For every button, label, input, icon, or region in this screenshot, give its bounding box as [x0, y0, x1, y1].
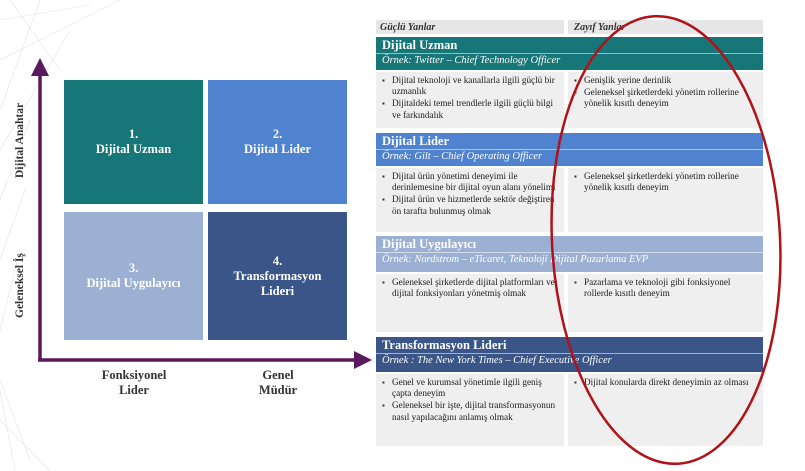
weaknesses-cell: Pazarlama ve teknoloji gibi fonksiyonel … — [568, 274, 763, 332]
list-item: Dijital konularda direkt deneyimin az ol… — [574, 377, 759, 388]
quadrant-name: Dijital Lider — [243, 142, 311, 156]
quadrant-number: 2. — [272, 127, 283, 141]
row-band-transformation-leader: Transformasyon Lideri Örnek : The New Yo… — [376, 337, 763, 372]
row-title: Dijital Uygulayıcı — [382, 237, 477, 251]
weaknesses-cell: Geleneksel şirketlerdeki yönetim rolleri… — [568, 168, 763, 232]
list-item: Dijitaldeki temel trendlerle ilgili güçl… — [382, 98, 560, 120]
row-band-digital-leader: Dijital Lider Örnek: Gilt – Chief Operat… — [376, 133, 763, 166]
row-example: Örnek: Twitter – Chief Technology Office… — [376, 53, 763, 68]
quadrant-digital-expert: 1. Dijital Uzman — [64, 80, 203, 204]
row-example: Örnek: Nordstrom – eTicaret, Teknoloji D… — [376, 252, 763, 267]
quadrant-name: Dijital Uygulayıcı — [86, 276, 181, 290]
quadrant-digital-leader: 2. Dijital Lider — [208, 80, 347, 204]
list-item: Dijital ürün ve hizmetlerde sektör değiş… — [382, 194, 560, 216]
strengths-cell: Dijital teknoloji ve kanallarla ilgili g… — [376, 72, 564, 128]
list-item: Dijital ürün yönetimi deneyimi ile derin… — [382, 171, 560, 193]
y-axis-top-label: Dijital Anahtar — [14, 102, 26, 178]
y-axis-arrowhead — [31, 58, 49, 76]
strengths-cell: Dijital ürün yönetimi deneyimi ile derin… — [376, 168, 564, 232]
strengths-cell: Genel ve kurumsal yönetimle ilgili geniş… — [376, 374, 564, 446]
row-example: Örnek : The New York Times – Chief Execu… — [376, 353, 763, 368]
list-item: Genel ve kurumsal yönetimle ilgili geniş… — [382, 377, 560, 399]
list-item: Dijital teknoloji ve kanallarla ilgili g… — [382, 75, 560, 97]
list-item: Geleneksel şirketlerde dijital platforml… — [382, 277, 560, 299]
list-item: Pazarlama ve teknoloji gibi fonksiyonel … — [574, 277, 759, 299]
strengths-cell: Geleneksel şirketlerde dijital platforml… — [376, 274, 564, 332]
quadrant-name: Transformasyon Lideri — [233, 268, 322, 298]
row-example: Örnek: Gilt – Chief Operating Officer — [376, 149, 763, 164]
quadrant-transformation-leader: 4. Transformasyon Lideri — [208, 212, 347, 340]
x-axis-left-label: Fonksiyonel Lider — [101, 368, 167, 397]
quadrant-number: 3. — [128, 261, 139, 275]
quadrant-name: Dijital Uzman — [95, 142, 172, 156]
strengths-header-bg — [376, 20, 564, 34]
quadrant-digital-implementer: 3. Dijital Uygulayıcı — [64, 212, 203, 340]
row-band-digital-implementer: Dijital Uygulayıcı Örnek: Nordstrom – eT… — [376, 236, 763, 272]
row-title: Transformasyon Lideri — [382, 338, 507, 352]
list-item: Geleneksel şirketlerdeki yönetim rolleri… — [574, 87, 759, 109]
weaknesses-cell: Genişlik yerine derinlik Geleneksel şirk… — [568, 72, 763, 128]
x-axis-right-label: Genel Müdür — [258, 368, 298, 397]
row-band-digital-expert: Dijital Uzman Örnek: Twitter – Chief Tec… — [376, 37, 763, 70]
quadrant-number: 1. — [128, 127, 139, 141]
weaknesses-cell: Dijital konularda direkt deneyimin az ol… — [568, 374, 763, 446]
row-title: Dijital Uzman — [382, 38, 458, 52]
y-axis-bottom-label: Geleneksel İş — [14, 253, 26, 318]
list-item: Genişlik yerine derinlik — [574, 75, 759, 86]
strengths-column-header: Güçlü Yanlar — [380, 22, 436, 33]
quadrant-number: 4. — [272, 253, 283, 268]
row-title: Dijital Lider — [382, 134, 450, 148]
list-item: Geleneksel şirketlerdeki yönetim rolleri… — [574, 171, 759, 193]
x-axis-arrowhead — [354, 351, 372, 369]
list-item: Geleneksel bir işte, dijital transformas… — [382, 400, 560, 422]
weaknesses-column-header: Zayıf Yanlar — [574, 22, 626, 33]
